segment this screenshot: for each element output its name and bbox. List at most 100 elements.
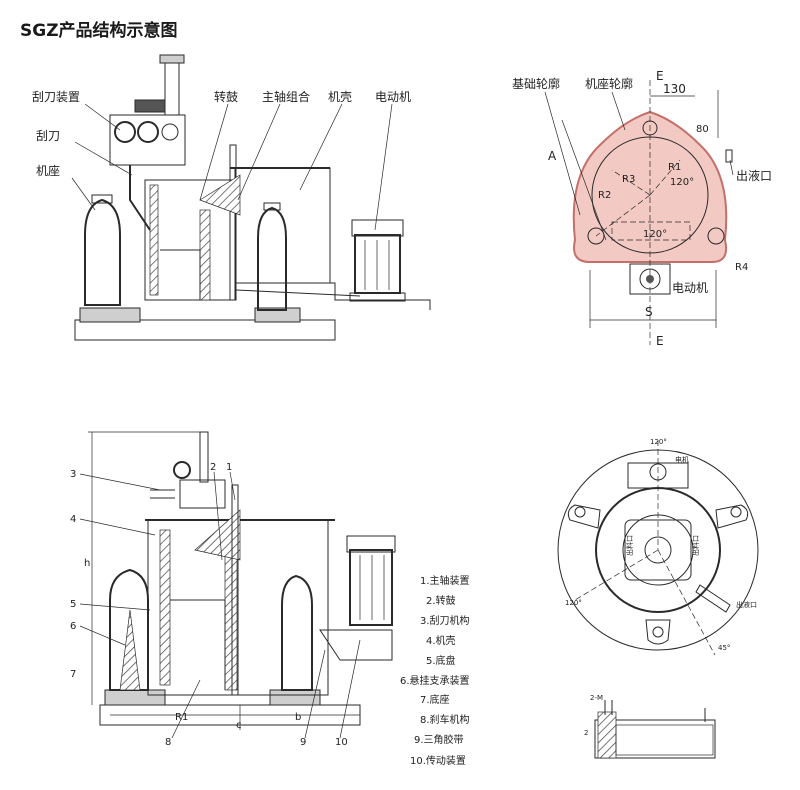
label-r2: R2	[598, 190, 611, 201]
dim-h-label: h	[84, 558, 90, 569]
label-foundation-outline: 基础轮廓	[512, 76, 560, 91]
right-foot	[254, 307, 301, 323]
hole-left	[587, 227, 605, 245]
label-scraper-device: 刮刀装置	[32, 90, 80, 104]
scraper-rod	[164, 59, 180, 116]
section-drum-wall-right	[224, 544, 238, 691]
drain-pipe	[330, 282, 431, 310]
leader-2	[213, 471, 223, 561]
motor-plate	[629, 263, 671, 295]
lug-left-hole	[574, 506, 586, 518]
motor-pulley-hub	[646, 275, 654, 283]
motor-mount	[349, 292, 406, 302]
scraper-gear-1	[114, 121, 136, 143]
label-plan-inner-left: 出料口	[625, 535, 634, 556]
label-plan-tag: 电机	[675, 455, 689, 464]
leader-6	[79, 625, 126, 646]
drum-inner	[160, 249, 201, 301]
scraper-gear-3	[161, 123, 179, 141]
outlet-nub	[725, 149, 733, 163]
lug-right-hole	[730, 506, 742, 518]
leader-base-outline	[611, 91, 626, 131]
section-drum-bottom	[170, 599, 226, 690]
label-plan-angle-right: 45°	[718, 644, 730, 652]
callout-6: 6	[70, 621, 76, 632]
plan-view: 120° 120° 45° 出液口 电机 出料口 出料口	[557, 438, 759, 656]
callout-8: 8	[165, 737, 171, 748]
lug-right	[715, 504, 749, 529]
radius-r1	[649, 159, 681, 196]
page-title: SGZ产品结构示意图	[20, 20, 178, 41]
label-dim-130: 130	[663, 82, 686, 96]
label-base: 机座	[36, 163, 60, 178]
label-r4: R4	[735, 262, 748, 273]
label-angle-top: 120°	[670, 177, 694, 188]
leader-4	[79, 518, 156, 536]
left-column	[84, 198, 121, 306]
section-motor-cap	[346, 535, 396, 553]
label-section-top: E	[656, 69, 664, 83]
section-handwheel	[173, 461, 191, 479]
section-spindle-cone	[194, 509, 241, 561]
callout-5: 5	[70, 599, 76, 610]
callout-2: 2	[210, 462, 216, 473]
section-drum-wall-left	[159, 529, 171, 686]
foundation-slab	[74, 319, 336, 341]
leader-8	[171, 679, 201, 739]
legend-item: 10.传动装置	[410, 754, 466, 767]
left-column-cap	[91, 194, 113, 204]
leader-housing	[299, 103, 343, 191]
legend-item: 2.转鼓	[426, 594, 456, 607]
label-outlet: 出液口	[736, 168, 772, 183]
label-detail-top: 2-M	[590, 694, 603, 702]
label-side-mark: 80	[696, 124, 709, 135]
leader-10	[339, 639, 361, 739]
motor-body	[354, 234, 401, 294]
label-plan-outlet: 出液口	[736, 600, 757, 609]
outlet-pipe	[695, 584, 731, 613]
label-r3: R3	[622, 174, 635, 185]
label-spindle: 主轴组合	[262, 89, 310, 104]
section-left-foot	[104, 689, 166, 706]
leader-drum	[199, 103, 229, 201]
lug-left	[567, 504, 601, 529]
scraper-motor-block	[134, 99, 166, 113]
legend-item: 8.刹车机构	[420, 713, 470, 726]
leader-1	[229, 471, 236, 501]
spindle-cone	[199, 174, 241, 216]
legend-item: 5.底盘	[426, 654, 456, 667]
section-right-foot	[269, 689, 321, 706]
inner-cutout	[611, 221, 691, 241]
leader-9	[304, 649, 326, 739]
leader-base	[71, 177, 96, 211]
section-top-rod	[199, 431, 209, 483]
leader-scraper	[74, 141, 133, 176]
leader-scraper-device	[84, 103, 121, 131]
radius-r3	[611, 169, 651, 196]
label-drum: 转鼓	[214, 89, 238, 104]
scraper-rod-cap	[159, 54, 185, 64]
detail-outline	[594, 719, 716, 759]
label-section-bottom: E	[656, 334, 664, 348]
section-drive	[319, 629, 393, 661]
callout-1: 1	[226, 462, 232, 473]
leader-outlet	[729, 159, 734, 176]
lug-bottom-hole	[652, 626, 664, 638]
center-line-right	[657, 549, 716, 656]
legend-item: 7.底座	[420, 693, 450, 706]
callout-10: 10	[335, 737, 348, 748]
leader-foundation	[544, 91, 581, 216]
legend-item: 1.主轴装置	[420, 574, 470, 587]
motor-cap	[351, 219, 404, 237]
center-hole	[644, 536, 672, 564]
right-column	[257, 206, 287, 311]
detail-section: 2-M 2	[584, 694, 716, 759]
label-base-outline: 机座轮廓	[585, 76, 633, 91]
drum-wall-left	[149, 184, 159, 296]
scraper-housing	[109, 114, 186, 166]
label-scraper: 刮刀	[36, 129, 60, 143]
label-housing: 机壳	[328, 90, 352, 104]
label-plan-inner-right: 出料口	[691, 535, 700, 556]
label-plan-angle-left: 120°	[565, 599, 582, 607]
